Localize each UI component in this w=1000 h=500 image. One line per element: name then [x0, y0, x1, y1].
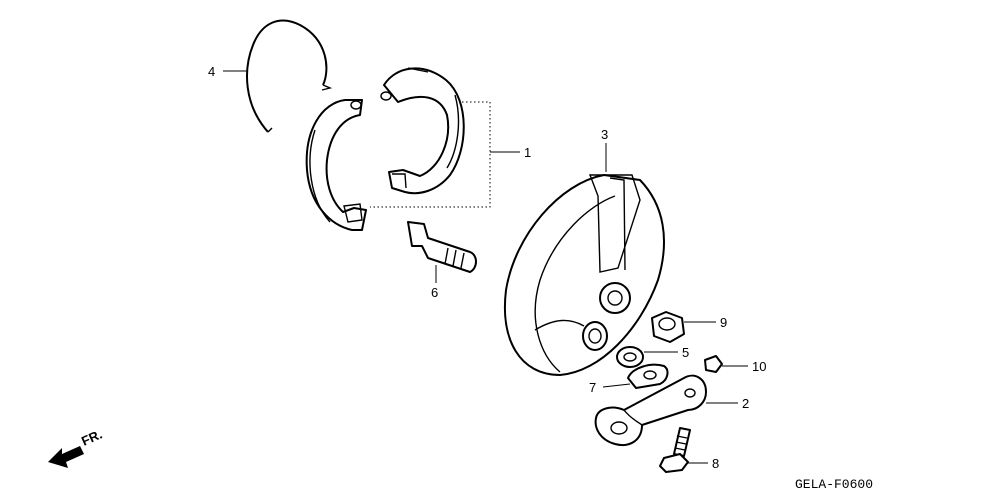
callout-6: 6 — [431, 285, 438, 300]
brake-shoe-front — [305, 99, 367, 231]
callout-1: 1 — [524, 145, 531, 160]
callout-3: 3 — [601, 127, 608, 142]
callout-2: 2 — [742, 396, 749, 411]
callout-4: 4 — [208, 64, 215, 79]
callout-7: 7 — [589, 380, 596, 395]
brake-arm — [594, 374, 707, 446]
front-direction-marker: FR. — [48, 427, 104, 468]
callout-8: 8 — [712, 456, 719, 471]
callout-9: 9 — [720, 315, 727, 330]
wear-indicator-plate — [627, 363, 669, 389]
front-arrow-icon — [48, 446, 84, 468]
shoe-bracket-line — [370, 101, 491, 208]
flange-nut — [651, 311, 685, 343]
leader-line-7 — [602, 383, 631, 388]
brake-cam — [407, 221, 477, 273]
front-label: FR. — [79, 427, 104, 449]
diagram-code: GELA-F0600 — [795, 477, 873, 492]
brake-panel — [504, 174, 665, 376]
arm-bolt — [659, 427, 691, 473]
callout-5: 5 — [682, 345, 689, 360]
small-nut — [704, 355, 723, 373]
callout-10: 10 — [752, 359, 766, 374]
brake-shoe-spring — [246, 19, 333, 133]
dust-seal — [616, 346, 644, 368]
brake-shoe-rear — [380, 67, 465, 195]
